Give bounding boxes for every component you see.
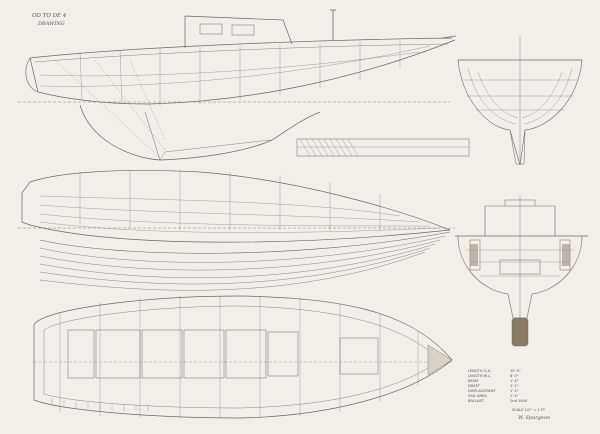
particular-label-2: BEAM bbox=[468, 379, 478, 383]
particular-label-4: DISPLACEMENT bbox=[468, 389, 497, 393]
ballast-keel bbox=[511, 317, 529, 347]
port-tank-fill bbox=[470, 244, 478, 266]
particular-value-1: 8' 0" bbox=[510, 374, 519, 378]
drawing-title: OD TO DE 4 bbox=[32, 13, 67, 19]
particular-value-5: 1' 4" bbox=[510, 394, 519, 398]
particular-label-6: BALLAST bbox=[468, 399, 485, 403]
drawing-subtitle: DRAWING bbox=[37, 21, 65, 27]
cabin-block-5 bbox=[267, 331, 299, 377]
waterline-curve bbox=[39, 231, 451, 254]
mast-stub bbox=[330, 9, 336, 40]
particular-label-5: SAIL AREA bbox=[468, 394, 487, 398]
particular-value-2: 1' 4" bbox=[510, 379, 519, 383]
body-plan-view bbox=[457, 36, 583, 166]
cabin-trunk bbox=[184, 15, 293, 48]
particular-value-4: 1' 4" bbox=[510, 389, 519, 393]
waterline-plan bbox=[39, 231, 451, 291]
profile-sheer-line bbox=[29, 37, 453, 59]
particular-value-3: 1' 2" bbox=[510, 384, 519, 388]
cockpit-block bbox=[67, 329, 95, 379]
cabin-port-1 bbox=[199, 23, 223, 35]
profile-hull-line bbox=[29, 39, 456, 105]
body-plan-outline bbox=[457, 59, 583, 166]
particular-label-0: LENGTH O.A. bbox=[468, 369, 491, 373]
deck-plan-view bbox=[33, 295, 453, 419]
cabin-port-2 bbox=[231, 24, 255, 36]
half-breadth-outline bbox=[21, 170, 451, 243]
starboard-tank-fill bbox=[562, 244, 570, 266]
particular-label-3: DRAFT bbox=[468, 384, 481, 388]
scale-note: SCALE 1/2" = 1 FT bbox=[512, 408, 546, 412]
cabin-block-2 bbox=[141, 329, 183, 379]
particular-label-1: LENGTH W.L. bbox=[468, 374, 491, 378]
half-breadth-plan bbox=[18, 170, 455, 243]
particular-value-0: 10' 0" bbox=[510, 369, 521, 373]
scale-bar bbox=[296, 138, 470, 157]
cabin-block-3 bbox=[183, 329, 225, 379]
designer-signature: W. Spurgeon bbox=[518, 415, 550, 421]
particular-value-6: 2nd 1000 bbox=[510, 399, 528, 403]
cabin-block-4 bbox=[225, 329, 267, 379]
profile-view bbox=[18, 9, 457, 161]
profile-keel bbox=[79, 104, 321, 161]
particulars-table: LENGTH O.A. 10' 0" LENGTH W.L. 8' 0" BEA… bbox=[468, 369, 528, 403]
